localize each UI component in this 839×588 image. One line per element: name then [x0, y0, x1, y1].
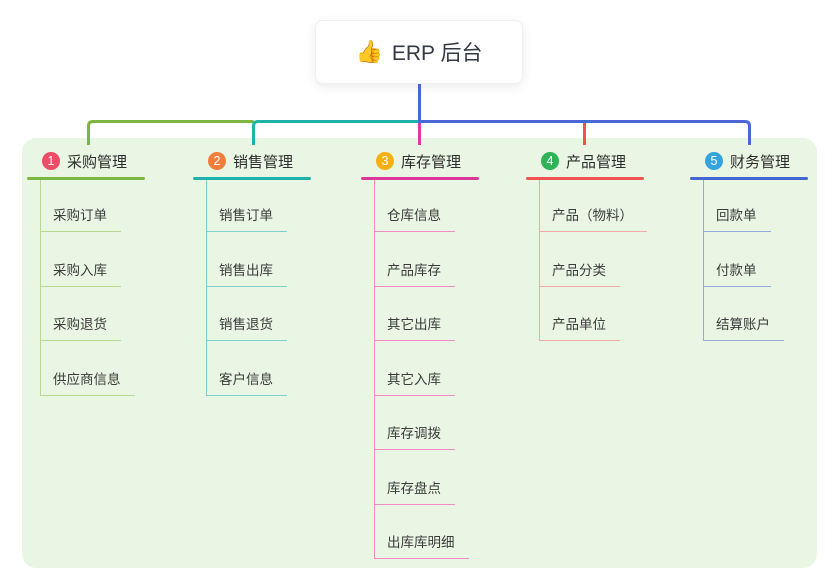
root-node[interactable]: 👍 ERP 后台: [315, 20, 523, 84]
branch-number-badge: 1: [42, 152, 60, 170]
node-item[interactable]: 产品（物料）: [540, 180, 647, 232]
branch-label: 销售管理: [233, 153, 294, 171]
node-item[interactable]: 结算账户: [704, 287, 784, 341]
node-item[interactable]: 供应商信息: [41, 341, 135, 396]
node-item[interactable]: 产品分类: [540, 232, 647, 287]
node-item[interactable]: 销售退货: [207, 287, 287, 341]
thumbs-up-icon: 👍: [355, 39, 383, 64]
node-item[interactable]: 仓库信息: [375, 180, 469, 232]
root-node-label: ERP 后台: [391, 42, 483, 65]
node-item[interactable]: 销售出库: [207, 232, 287, 287]
branch-number-badge: 2: [208, 152, 226, 170]
branch-finance: 5 财务管理 回款单 付款单 结算账户: [690, 150, 808, 341]
branch-underline: [526, 177, 644, 180]
branch-label: 采购管理: [67, 153, 128, 171]
branch-number-badge: 5: [705, 152, 723, 170]
node-item[interactable]: 付款单: [704, 232, 784, 287]
node-item[interactable]: 采购订单: [41, 180, 135, 232]
branch-underline: [361, 177, 479, 180]
node-item[interactable]: 其它出库: [375, 287, 469, 341]
node-item[interactable]: 库存调拨: [375, 396, 469, 450]
branch-items: 销售订单 销售出库 销售退货 客户信息: [206, 180, 287, 396]
node-item[interactable]: 客户信息: [207, 341, 287, 396]
branch-items: 产品（物料） 产品分类 产品单位: [539, 180, 647, 341]
branch-header[interactable]: 2 销售管理: [193, 150, 311, 172]
branch-items: 采购订单 采购入库 采购退货 供应商信息: [40, 180, 135, 396]
branch-label: 产品管理: [566, 153, 627, 171]
node-item[interactable]: 回款单: [704, 180, 784, 232]
branch-items: 仓库信息 产品库存 其它出库 其它入库 库存调拨 库存盘点 出库库明细: [374, 180, 469, 559]
node-item[interactable]: 出库库明细: [375, 505, 469, 559]
branch-underline: [690, 177, 808, 180]
branches-panel: [22, 138, 817, 568]
branch-header[interactable]: 4 产品管理: [526, 150, 647, 172]
node-item[interactable]: 采购入库: [41, 232, 135, 287]
node-item[interactable]: 采购退货: [41, 287, 135, 341]
branch-sales: 2 销售管理 销售订单 销售出库 销售退货 客户信息: [193, 150, 311, 396]
branch-header[interactable]: 3 库存管理: [361, 150, 479, 172]
branch-underline: [27, 177, 145, 180]
blue-trunk-connector: [418, 84, 751, 145]
branch-number-badge: 3: [376, 152, 394, 170]
node-item[interactable]: 销售订单: [207, 180, 287, 232]
branch-underline: [193, 177, 311, 180]
node-item[interactable]: 产品库存: [375, 232, 469, 287]
branch-number-badge: 4: [541, 152, 559, 170]
branch-items: 回款单 付款单 结算账户: [703, 180, 784, 341]
branch-header[interactable]: 1 采购管理: [27, 150, 145, 172]
branch-purchase: 1 采购管理 采购订单 采购入库 采购退货 供应商信息: [27, 150, 145, 396]
node-item[interactable]: 库存盘点: [375, 450, 469, 505]
branch-inventory: 3 库存管理 仓库信息 产品库存 其它出库 其它入库 库存调拨 库存盘点 出库库…: [361, 150, 479, 559]
node-item[interactable]: 产品单位: [540, 287, 647, 341]
branch-label: 财务管理: [730, 153, 791, 171]
branch-product: 4 产品管理 产品（物料） 产品分类 产品单位: [526, 150, 647, 341]
branch-header[interactable]: 5 财务管理: [690, 150, 808, 172]
branch-label: 库存管理: [401, 153, 462, 171]
node-item[interactable]: 其它入库: [375, 341, 469, 396]
